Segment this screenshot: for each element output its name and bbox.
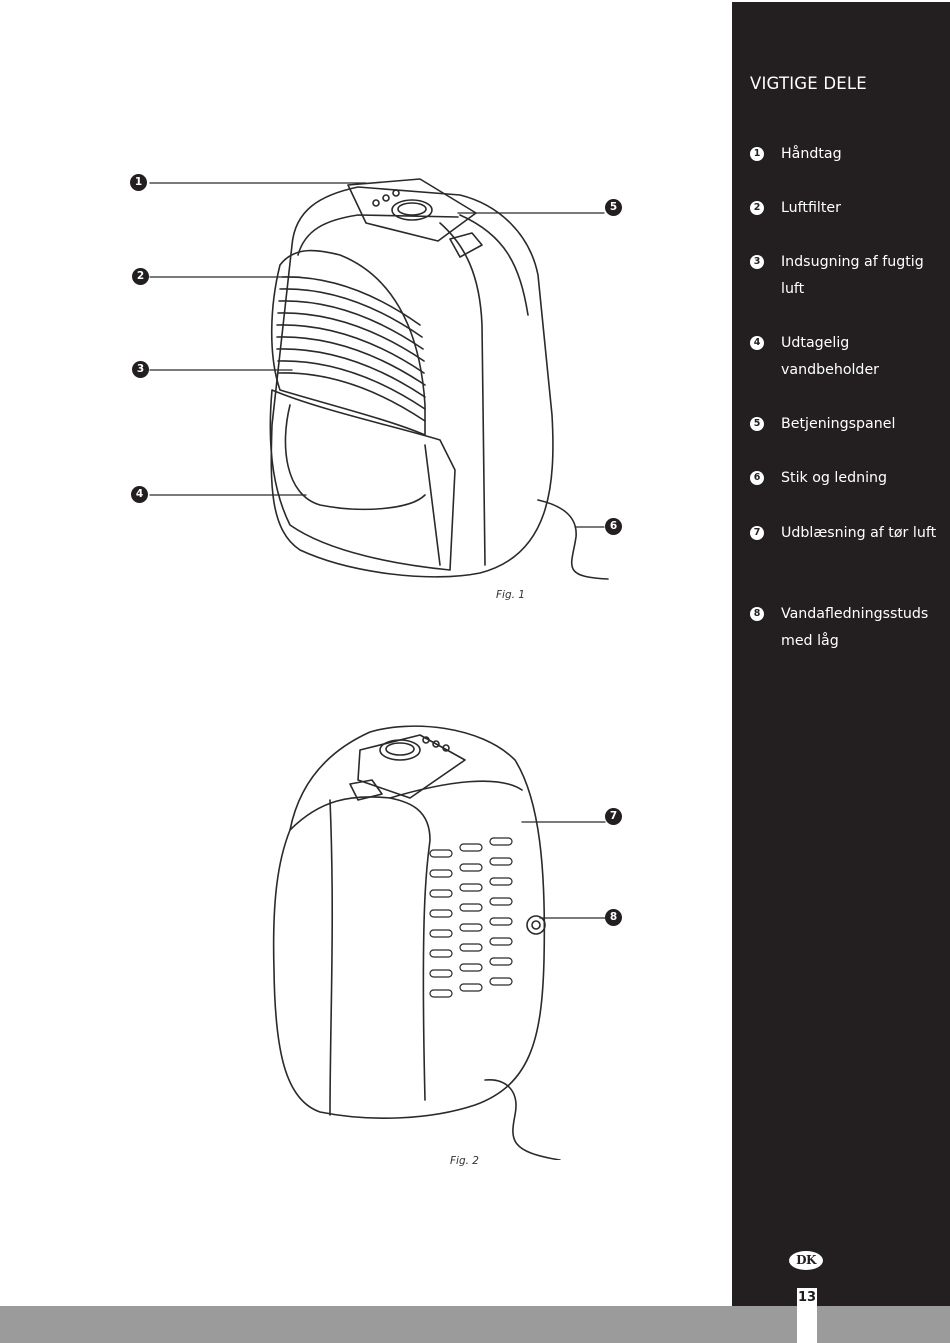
part-number-badge: 3 (750, 255, 764, 269)
part-item-2: 2 Luftfilter (750, 195, 945, 222)
part-label: Håndtag (781, 146, 842, 162)
part-number-badge: 8 (750, 607, 764, 621)
language-badge: DK (789, 1251, 823, 1270)
callout-6: 6 (605, 518, 622, 535)
part-number-badge: 1 (750, 147, 764, 161)
callout-1: 1 (130, 174, 147, 191)
callout-5: 5 (605, 199, 622, 216)
part-item-8: 8 Vandafledningsstuds med låg (750, 601, 945, 655)
part-label: Udtagelig vandbeholder (781, 335, 880, 378)
part-label: Indsugning af fugtig luft (781, 254, 924, 297)
callout-2: 2 (132, 268, 149, 285)
part-item-1: 1 Håndtag (750, 141, 945, 168)
part-number-badge: 7 (750, 526, 764, 540)
part-label: Luftfilter (781, 200, 841, 216)
sidebar-title: VIGTIGE DELE (750, 74, 867, 93)
callout-3: 3 (132, 361, 149, 378)
part-label: Stik og ledning (781, 470, 888, 486)
fig1-caption: Fig. 1 (496, 589, 525, 601)
page-number-tab (797, 1288, 817, 1343)
fig2-caption: Fig. 2 (450, 1155, 479, 1167)
part-label: Betjeningspanel (781, 416, 896, 432)
callout-8: 8 (605, 909, 622, 926)
part-number-badge: 2 (750, 201, 764, 215)
part-item-7: 7 Udblæsning af tør luft (750, 520, 945, 547)
part-item-6: 6 Stik og ledning (750, 465, 945, 492)
part-item-4: 4 Udtagelig vandbeholder (750, 330, 945, 384)
footer-bar (0, 1306, 950, 1343)
part-number-badge: 6 (750, 471, 764, 485)
fig1-dehumidifier-front-illustration (149, 178, 609, 580)
callout-7: 7 (605, 808, 622, 825)
part-label: Udblæsning af tør luft (781, 525, 937, 541)
part-label: Vandafledningsstuds med låg (781, 606, 929, 649)
part-number-badge: 4 (750, 336, 764, 350)
part-item-5: 5 Betjeningspanel (750, 411, 945, 438)
page-number: 13 (797, 1290, 817, 1305)
parts-sidebar: VIGTIGE DELE 1 Håndtag 2 Luftfilter 3 In… (732, 2, 950, 1306)
part-number-badge: 5 (750, 417, 764, 431)
callout-4: 4 (131, 486, 148, 503)
part-item-3: 3 Indsugning af fugtig luft (750, 249, 945, 303)
fig2-dehumidifier-rear-illustration (272, 725, 606, 1160)
